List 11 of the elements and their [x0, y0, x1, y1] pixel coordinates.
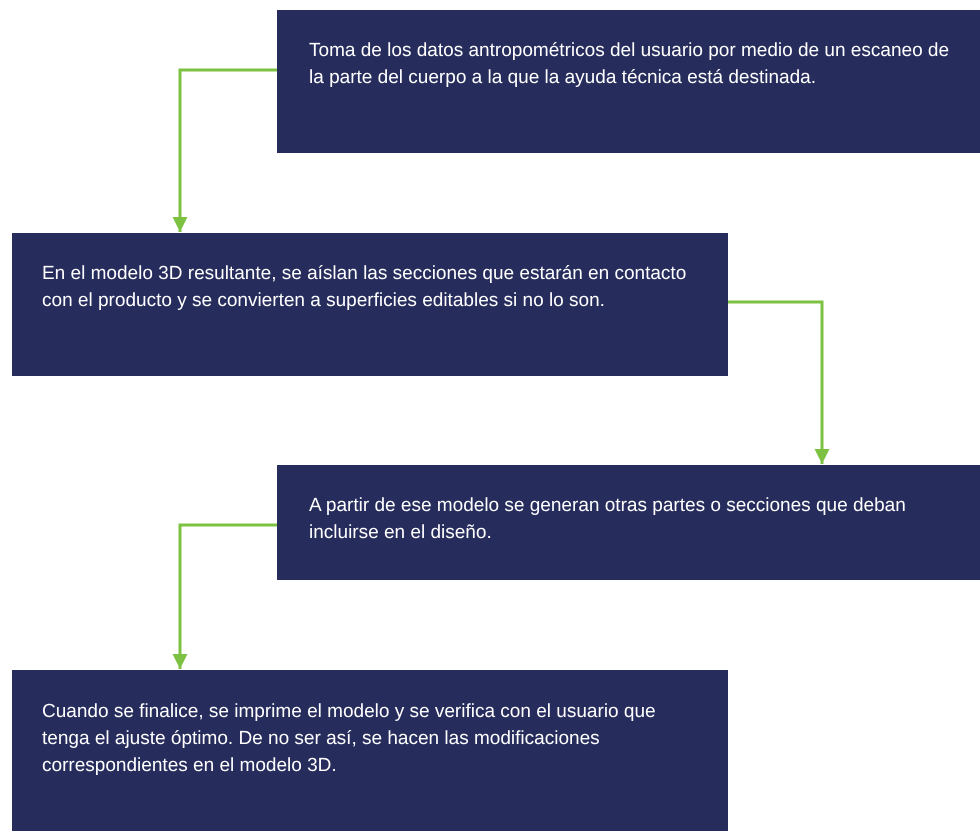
arrow [172, 68, 277, 232]
step-text: A partir de ese modelo se generan otras partes o secciones que deban incluirse en el diseño. [309, 494, 907, 545]
process-box [12, 670, 728, 831]
step-text: Cuando se finalice, se imprime el modelo y se verifica con el usuario que tenga el ajuste óptimo. De no ser así, se hacen las modificaciones correspondientes en el modelo 3D. [42, 700, 657, 778]
process-box [277, 465, 980, 580]
process-box [12, 233, 728, 376]
step-text: En el modelo 3D resultante, se aíslan las secciones que estarán en contacto con el producto y se convierten a superficies editables si no lo son. [42, 262, 688, 313]
step-text: Toma de los datos antropométricos del usuario por medio de un escaneo de la parte del cuerpo a la que la ayuda técnica está destinada. [309, 39, 950, 90]
process-box [277, 10, 980, 153]
arrow [172, 524, 277, 669]
arrow [728, 300, 830, 464]
